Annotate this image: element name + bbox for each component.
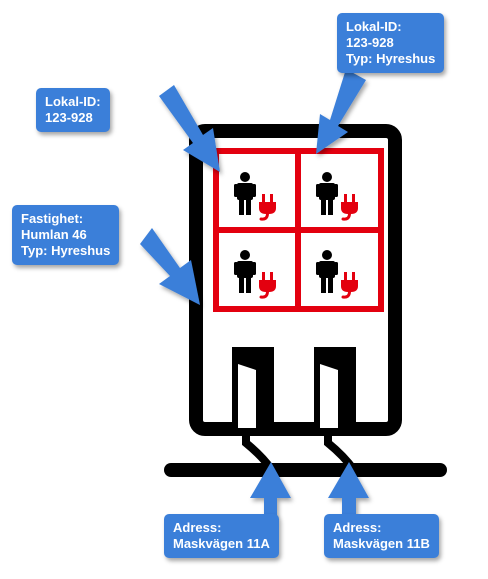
person-icon — [316, 172, 338, 215]
callout-value: Maskvägen 11B — [333, 536, 430, 551]
electric-plug-icon — [259, 272, 276, 299]
unit-2 — [316, 172, 358, 221]
callout-label: Adress: — [173, 520, 222, 535]
callout-lokal-id-left: Lokal-ID: 123-928 — [36, 88, 110, 132]
callout-fastighet: Fastighet: Humlan 46 Typ: Hyreshus — [12, 205, 120, 265]
door-left-panel — [238, 364, 256, 428]
callout-value: Maskvägen 11A — [173, 536, 270, 551]
callout-label: Lokal-ID: — [346, 19, 402, 34]
unit-1 — [234, 172, 276, 221]
electric-plug-icon — [341, 194, 358, 221]
building-outline — [189, 124, 402, 436]
callout-adress-b: Adress: Maskvägen 11B — [324, 514, 439, 558]
callout-label: Adress: — [333, 520, 382, 535]
electric-plug-icon — [259, 194, 276, 221]
person-icon — [316, 250, 338, 293]
person-icon — [234, 172, 256, 215]
arrow-adress-a — [250, 462, 291, 516]
arrow-adress-b — [328, 462, 369, 516]
callout-label: Lokal-ID: — [45, 94, 101, 109]
callout-adress-a: Adress: Maskvägen 11A — [164, 514, 279, 558]
person-icon — [234, 250, 256, 293]
arrow-fastighet — [140, 228, 200, 305]
callout-label: Fastighet: — [21, 211, 84, 226]
unit-4 — [316, 250, 358, 299]
arrow-lokal-top — [316, 69, 366, 154]
door-right-panel — [320, 364, 338, 428]
callout-value: 123-928 — [346, 35, 394, 50]
electric-plug-icon — [341, 272, 358, 299]
callout-value: 123-928 — [45, 110, 93, 125]
unit-3 — [234, 250, 276, 299]
callout-type: Typ: Hyreshus — [346, 51, 436, 66]
callout-lokal-id-top: Lokal-ID: 123-928 Typ: Hyreshus — [337, 13, 445, 73]
arrow-lokal-left — [159, 85, 220, 172]
callout-type: Typ: Hyreshus — [21, 243, 111, 258]
callout-value: Humlan 46 — [21, 227, 87, 242]
